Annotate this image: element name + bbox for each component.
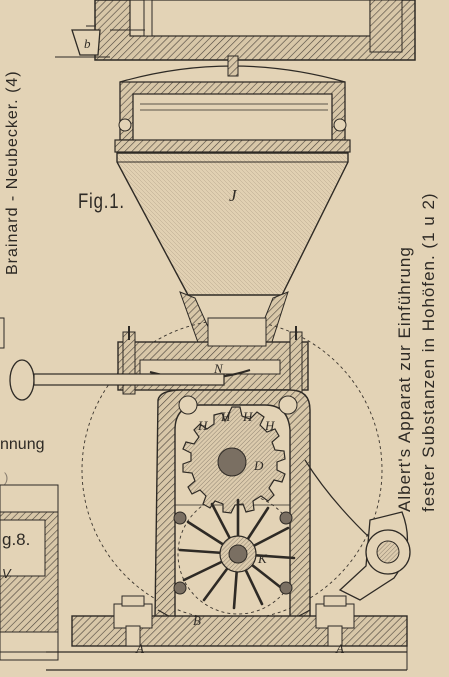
left-fragment-fig8: g.8. — [2, 530, 31, 549]
part-label-b: B — [193, 613, 201, 628]
left-fragment-paren: ) — [4, 470, 9, 485]
left-margin-marks — [0, 317, 59, 661]
side-caption-line2: fester Substanzen in Hohöfen. (1 u 2) — [419, 192, 438, 512]
part-label-a-left: A — [136, 641, 144, 656]
left-fragment-nnung: nnung — [0, 436, 45, 453]
paddle-hub — [173, 511, 293, 595]
upper-fragment — [55, 0, 416, 61]
left-margin-caption: Brainard - Neubecker. (4) — [4, 70, 21, 275]
part-label-k: K — [258, 551, 267, 566]
part-label-h2: H — [221, 409, 231, 424]
hopper-cone — [116, 152, 349, 349]
side-caption: Albert's Apparat zur Einführung fester S… — [393, 192, 441, 512]
side-caption-line1: Albert's Apparat zur Einführung — [395, 246, 414, 512]
left-fragment-v: V — [2, 566, 11, 581]
part-label-b-small: b — [84, 36, 91, 51]
part-label-h4: H — [265, 418, 275, 433]
gear-wheel — [182, 406, 286, 514]
part-label-a-right: A — [336, 641, 344, 656]
part-label-n: N — [214, 361, 223, 376]
part-label-h1: H — [198, 418, 208, 433]
part-label-j: J — [229, 186, 237, 205]
crank-arm — [304, 459, 411, 601]
hopper-lid — [114, 55, 351, 153]
part-label-d: D — [254, 458, 264, 473]
figure-label: Fig.1. — [78, 190, 125, 213]
base-plate — [46, 595, 408, 671]
handle-rod — [9, 359, 225, 401]
part-label-h3: H — [243, 409, 253, 424]
